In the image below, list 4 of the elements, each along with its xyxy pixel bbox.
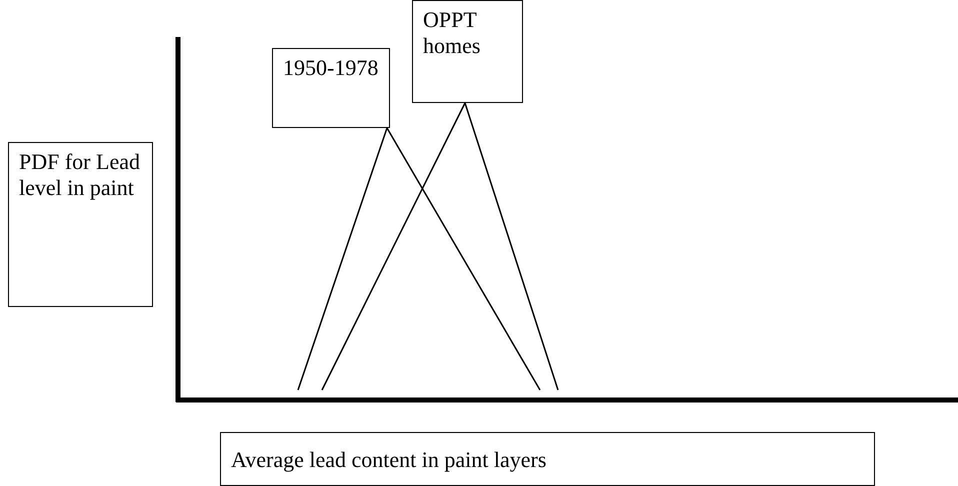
curve-label: 1950-1978 bbox=[272, 48, 390, 128]
axis-label: PDF for Lead level in paint bbox=[8, 142, 153, 307]
axis-label: Average lead content in paint layers bbox=[220, 432, 875, 486]
curve-label: OPPT homes bbox=[412, 0, 523, 103]
